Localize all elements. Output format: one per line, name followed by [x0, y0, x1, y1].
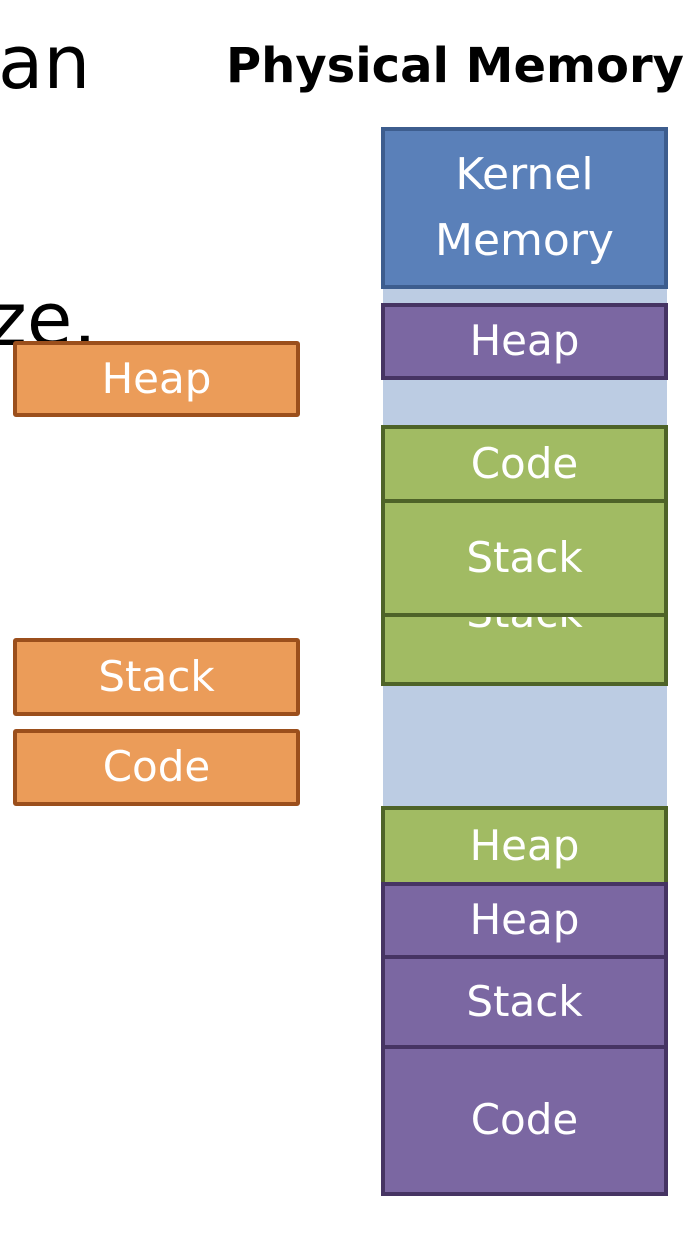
slide-text-fragment-top: an: [0, 20, 91, 106]
physical-purple-heap: Heap: [381, 882, 668, 959]
virtual-code-segment: Code: [13, 729, 300, 806]
physical-memory-title: Physical Memory: [226, 38, 684, 94]
virtual-heap-segment: Heap: [13, 341, 300, 417]
virtual-stack-segment: Stack: [13, 638, 300, 716]
kernel-memory-block: Kernel Memory: [381, 127, 668, 289]
physical-green-stack-back-label: Stack: [466, 610, 583, 637]
physical-purple-heap-top: Heap: [381, 303, 668, 380]
physical-purple-stack: Stack: [381, 955, 668, 1049]
physical-green-code: Code: [381, 425, 668, 503]
physical-green-stack-back: Stack: [381, 610, 668, 686]
physical-green-stack-front: Stack: [381, 499, 668, 617]
physical-green-heap: Heap: [381, 806, 668, 886]
physical-purple-code: Code: [381, 1045, 668, 1196]
